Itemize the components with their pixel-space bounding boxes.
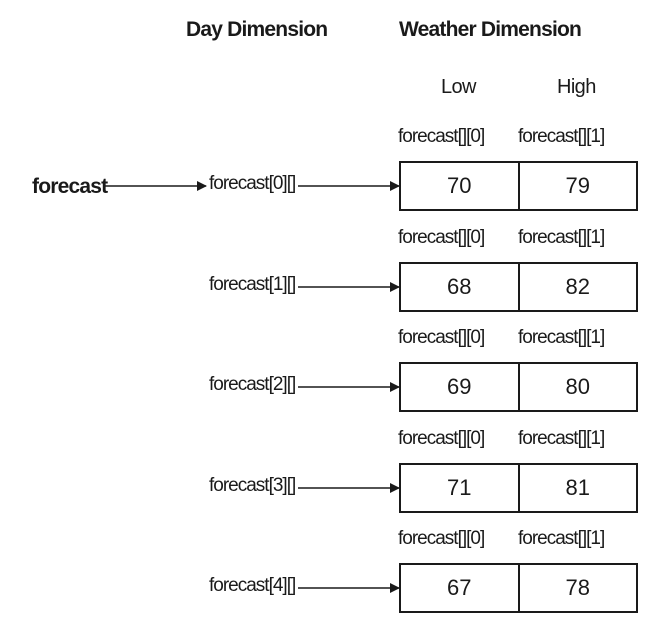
index-low-label: forecast[][0]	[398, 126, 485, 147]
high-value-cell: 81	[517, 465, 637, 511]
index-high-label: forecast[][1]	[518, 126, 605, 147]
weather-dimension-header: Weather Dimension	[399, 18, 582, 41]
index-low-label: forecast[][0]	[398, 428, 485, 449]
index-high-label: forecast[][1]	[518, 428, 605, 449]
day-row-label: forecast[1][]	[209, 274, 296, 295]
day-row-label: forecast[0][]	[209, 173, 296, 194]
day-dimension-header: Day Dimension	[186, 18, 328, 41]
index-high-label: forecast[][1]	[518, 528, 605, 549]
low-value-cell: 70	[447, 173, 472, 198]
weather-value-box: 68 82	[399, 262, 638, 312]
weather-value-box: 71 81	[399, 463, 638, 513]
day-row-label: forecast[4][]	[209, 575, 296, 596]
high-column-label: High	[557, 76, 596, 98]
high-value-cell: 82	[517, 264, 637, 310]
index-high-label: forecast[][1]	[518, 227, 605, 248]
weather-value-box: 67 78	[399, 563, 638, 613]
index-low-label: forecast[][0]	[398, 327, 485, 348]
forecast-root-label: forecast	[32, 175, 108, 198]
index-low-label: forecast[][0]	[398, 528, 485, 549]
weather-value-box: 70 79	[399, 161, 638, 211]
index-high-label: forecast[][1]	[518, 327, 605, 348]
high-value-cell: 80	[517, 364, 637, 410]
high-value-cell: 78	[517, 565, 637, 611]
day-row-label: forecast[2][]	[209, 374, 296, 395]
low-value-cell: 69	[447, 374, 472, 399]
low-column-label: Low	[441, 76, 476, 98]
day-row-label: forecast[3][]	[209, 475, 296, 496]
weather-value-box: 69 80	[399, 362, 638, 412]
low-value-cell: 67	[447, 575, 472, 600]
low-value-cell: 68	[447, 274, 472, 299]
high-value-cell: 79	[517, 163, 637, 209]
low-value-cell: 71	[447, 475, 472, 500]
index-low-label: forecast[][0]	[398, 227, 485, 248]
